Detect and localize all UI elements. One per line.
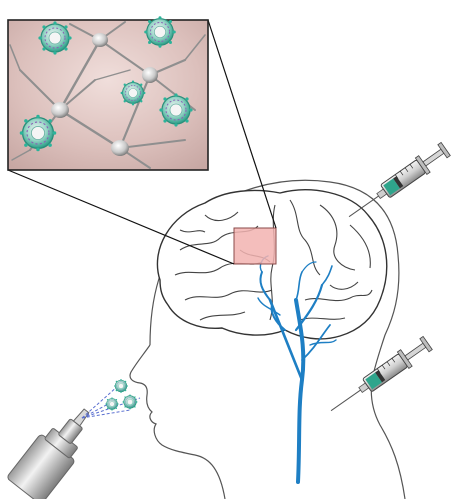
nasal-spray xyxy=(6,379,140,499)
nanoparticle-icon xyxy=(105,379,137,411)
nasal-spray-icon xyxy=(6,397,103,499)
highlight-region-box xyxy=(234,228,276,264)
inset-neuron-network xyxy=(8,16,208,170)
syringe-icon xyxy=(325,335,433,419)
syringe-lower xyxy=(325,335,433,419)
face-outline xyxy=(130,345,225,499)
